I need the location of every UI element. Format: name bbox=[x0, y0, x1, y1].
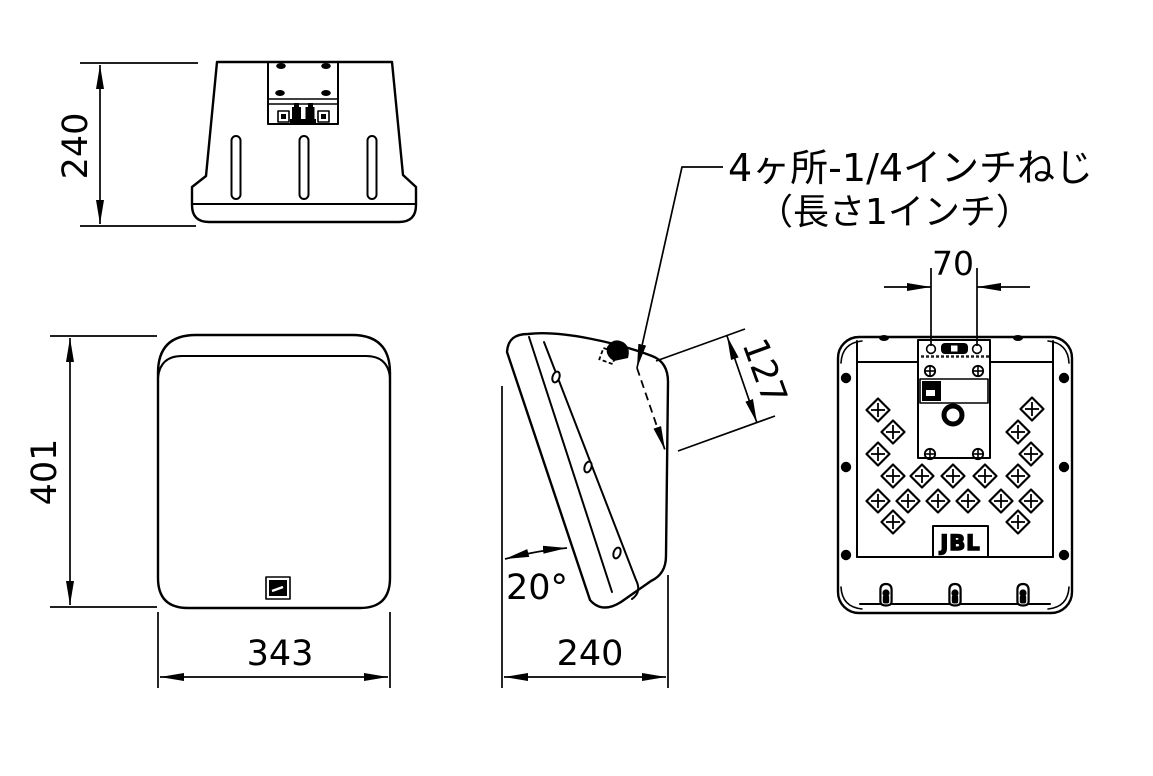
rear-cabinet-screws bbox=[840, 372, 1070, 561]
rear-view: JBL 70 bbox=[836, 244, 1074, 615]
side-pin-hole-1 bbox=[551, 370, 561, 384]
rear-corner-arc-tl bbox=[840, 340, 863, 364]
rear-corner-arc-tr bbox=[1047, 340, 1070, 364]
top-view-bracket bbox=[267, 61, 339, 125]
side-view-bracket-knob bbox=[598, 340, 629, 366]
screw-note: 4ヶ所-1/4インチねじ （長さ1インチ） bbox=[636, 146, 1093, 369]
dim-tilt-angle: 20° bbox=[504, 545, 568, 608]
note-leader-line bbox=[636, 166, 723, 369]
rear-top-slot-right bbox=[1013, 335, 1023, 341]
terminal-posts-icon bbox=[277, 103, 330, 124]
front-view-grille-top-line bbox=[157, 355, 391, 379]
dim-label-side-depth: 240 bbox=[557, 634, 624, 674]
jbl-logo-text: JBL bbox=[938, 531, 980, 555]
dim-label-tilt-angle: 20° bbox=[506, 568, 568, 608]
rear-jbl-logo: JBL bbox=[932, 525, 989, 558]
top-view-slot-2 bbox=[298, 135, 310, 200]
dim-label-bracket-offset: 127 bbox=[734, 333, 794, 409]
note-line-2: （長さ1インチ） bbox=[757, 192, 1032, 233]
top-view-slot-1 bbox=[230, 135, 242, 200]
bracket-screw-icon bbox=[971, 364, 985, 378]
dim-label-front-height: 401 bbox=[25, 439, 65, 506]
side-view: 127 20° 240 bbox=[501, 328, 794, 688]
top-view-slot-3 bbox=[366, 135, 378, 200]
dim-label-top-depth: 240 bbox=[56, 113, 96, 180]
rear-top-slot-left bbox=[879, 335, 889, 341]
dim-bracket-offset: 127 bbox=[655, 328, 794, 452]
front-jbl-badge bbox=[265, 576, 291, 600]
bracket-screw-icon bbox=[923, 364, 937, 378]
side-view-grille-line-2 bbox=[543, 341, 640, 600]
side-pin-hole-2 bbox=[583, 460, 593, 474]
dim-top-depth: 240 bbox=[56, 62, 198, 227]
keyhole-slot-icon bbox=[1016, 582, 1030, 607]
dim-side-depth: 240 bbox=[501, 386, 669, 688]
bracket-socket-icon bbox=[941, 403, 965, 427]
front-view-outline bbox=[156, 333, 392, 610]
note-line-1: 4ヶ所-1/4インチねじ bbox=[728, 146, 1093, 190]
dim-label-front-width: 343 bbox=[247, 634, 314, 674]
dim-label-screw-spacing: 70 bbox=[932, 244, 974, 283]
side-view-outline bbox=[505, 332, 670, 609]
bracket-screw-icon bbox=[971, 447, 985, 461]
rear-view-outline bbox=[836, 335, 1074, 615]
screw-axis-hidden-line bbox=[636, 367, 666, 451]
top-view: 240 bbox=[56, 60, 418, 227]
front-view: 401 343 bbox=[25, 333, 392, 688]
side-view-grille-line-1 bbox=[528, 336, 613, 593]
rear-corner-arc-bl bbox=[840, 586, 863, 610]
top-view-outline bbox=[190, 60, 418, 224]
rear-corner-arc-br bbox=[1047, 586, 1070, 610]
dim-screw-spacing: 70 bbox=[884, 244, 1030, 346]
keyhole-slot-icon bbox=[948, 582, 962, 607]
side-pin-hole-3 bbox=[612, 546, 622, 560]
keyhole-slot-icon bbox=[879, 582, 893, 607]
dim-front-height: 401 bbox=[25, 335, 157, 608]
rear-bracket-plate bbox=[917, 339, 991, 461]
bracket-screw-icon bbox=[923, 447, 937, 461]
dim-front-width: 343 bbox=[157, 612, 391, 688]
